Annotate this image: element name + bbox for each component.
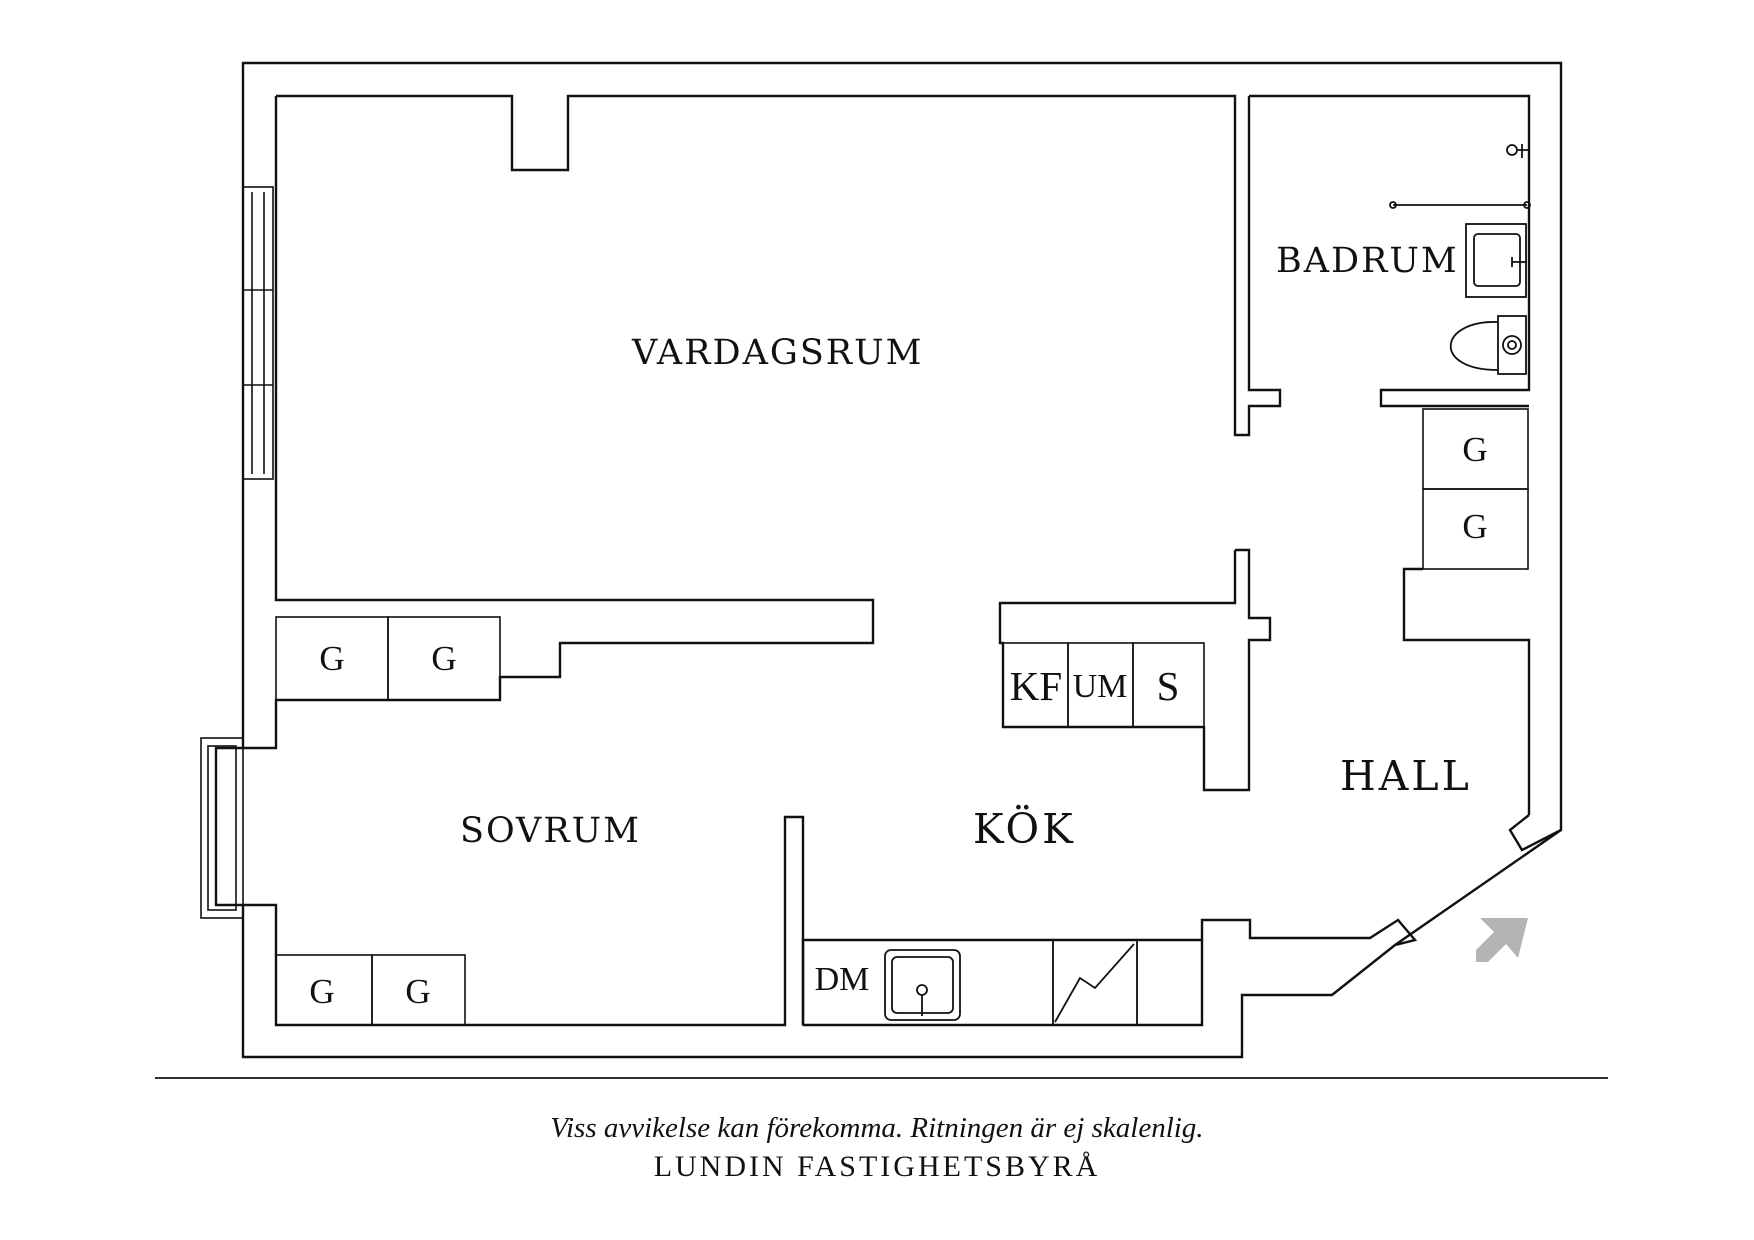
- disclaimer: Viss avvikelse kan förekomma. Ritningen …: [550, 1112, 1204, 1144]
- room-label-vardagsrum: VARDAGSRUM: [631, 333, 924, 373]
- stove-label: S: [1157, 663, 1180, 709]
- washbasin-icon: [1465, 223, 1527, 298]
- window-left: [242, 186, 274, 480]
- closet-label: G: [1462, 430, 1487, 469]
- shower-icon: [1389, 144, 1531, 209]
- closet-label: G: [319, 639, 344, 678]
- closet-label: G: [405, 972, 430, 1011]
- stairs-icon: [1054, 943, 1135, 1023]
- room-label-sovrum: SOVRUM: [460, 811, 641, 851]
- room-label-badrum: BADRUM: [1276, 241, 1459, 281]
- closets-hall: [1422, 408, 1529, 570]
- living-room-wall-left: [243, 96, 875, 750]
- bay-window: [200, 737, 244, 919]
- kitchen-partition: [998, 548, 1272, 792]
- appliance-row: [1002, 642, 1205, 728]
- closet-label: G: [309, 972, 334, 1011]
- microwave-label: UM: [1073, 668, 1128, 705]
- fridge-freezer-label: KF: [1010, 663, 1062, 709]
- sink-icon: [884, 949, 961, 1021]
- dishwasher-label: DM: [815, 961, 870, 998]
- closet-label: G: [431, 639, 456, 678]
- agency-name: LUNDIN FASTIGHETSBYRÅ: [653, 1150, 1101, 1183]
- closets-lower: [275, 954, 466, 1026]
- living-room-wall: [276, 94, 1282, 437]
- closets-upper: [275, 616, 501, 701]
- hall-wall: [1402, 567, 1531, 815]
- bathroom-wall: [1249, 94, 1531, 408]
- entrance-arrow-icon: [1476, 918, 1528, 962]
- outer-wall: [214, 61, 1563, 1059]
- bedroom-wall: [243, 815, 805, 1027]
- room-label-kok: KÖK: [973, 805, 1076, 853]
- kitchen-counter: [802, 939, 1203, 1026]
- entrance-door-frame: [1508, 814, 1562, 852]
- room-label-hall: HALL: [1340, 752, 1472, 800]
- toilet-icon: [1449, 315, 1527, 375]
- closet-label: G: [1462, 507, 1487, 546]
